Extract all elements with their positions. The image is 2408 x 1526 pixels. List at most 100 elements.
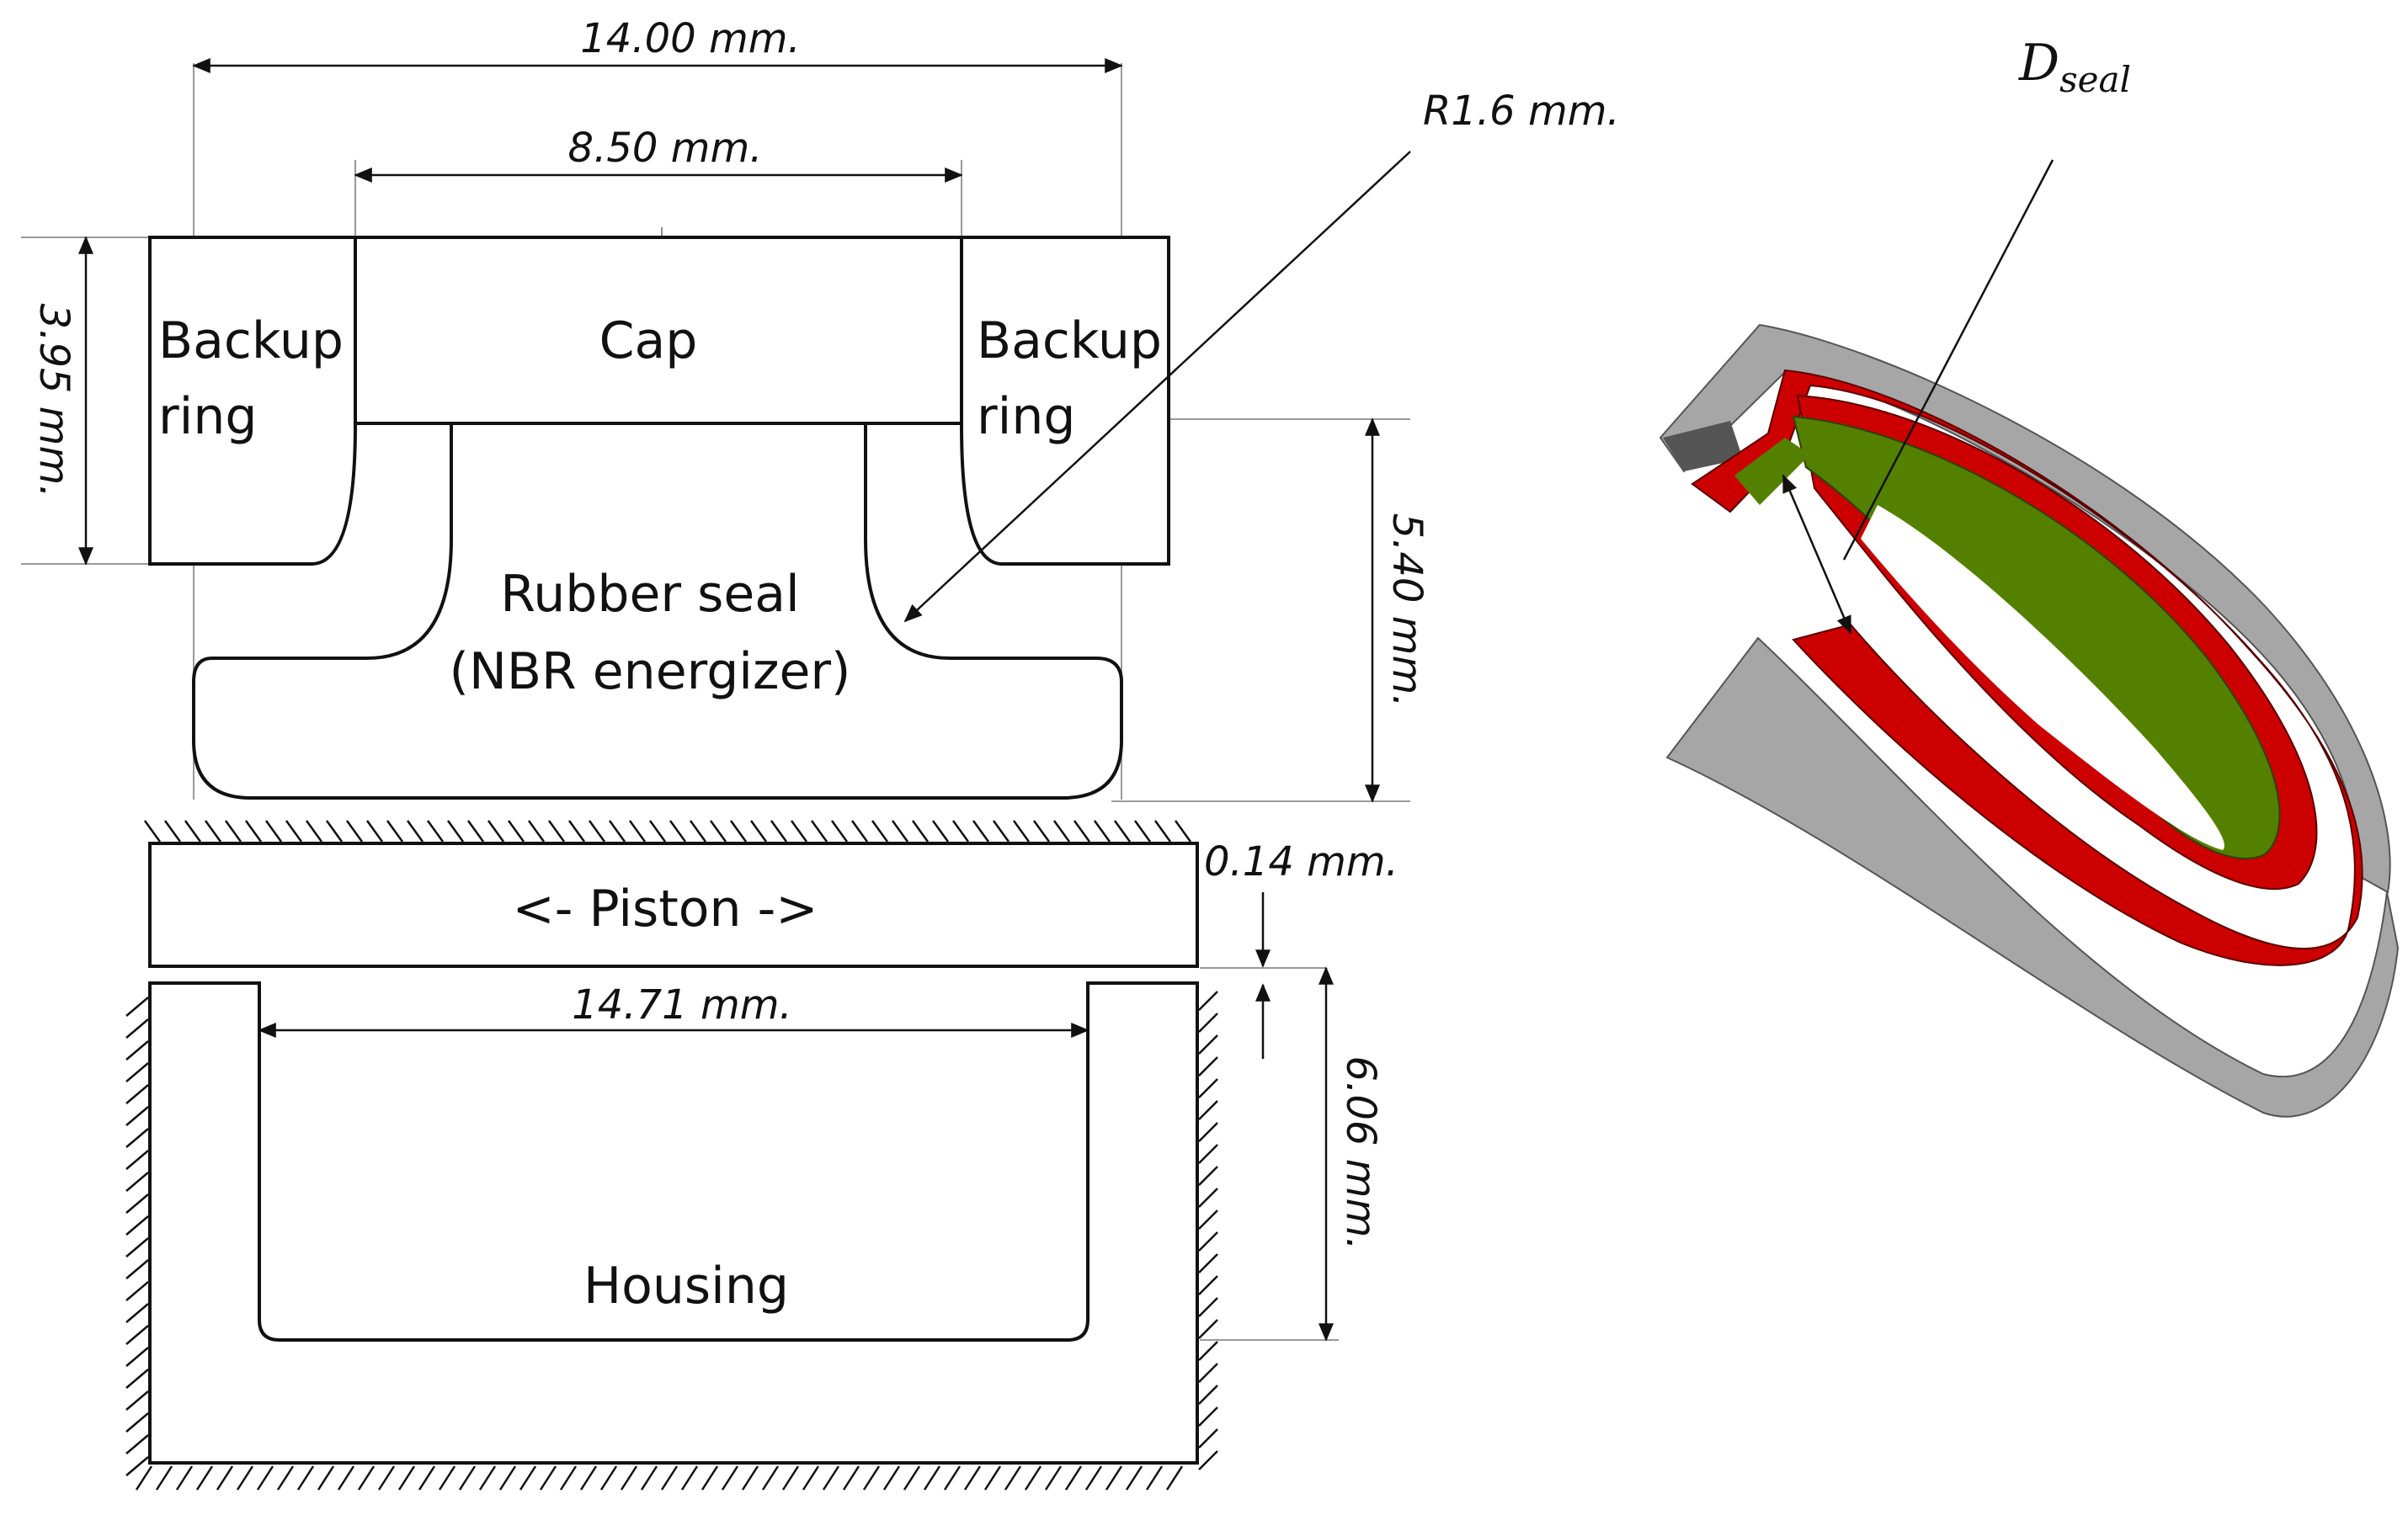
dim-gap: 0.14 mm.	[1204, 838, 1398, 885]
dimension-arrows	[78, 58, 1411, 1342]
dim-groove-width: 14.71 mm.	[572, 981, 791, 1029]
hatch-mark	[1198, 1363, 1218, 1383]
hatch-mark	[125, 1128, 149, 1148]
hatch-mark	[264, 820, 283, 843]
hatch-mark	[458, 1465, 477, 1491]
hatch-mark	[125, 1018, 149, 1039]
hatch-mark	[1198, 1144, 1218, 1164]
hatching	[125, 820, 1218, 1491]
housing	[148, 981, 1199, 1465]
backup-ring-left	[148, 236, 357, 566]
hatch-mark	[842, 1465, 860, 1491]
hatch-mark	[862, 1465, 881, 1491]
hatch-mark	[850, 820, 869, 843]
hatch-mark	[1198, 1275, 1218, 1295]
hatch-mark	[125, 1106, 149, 1126]
opening-3d	[1861, 505, 2224, 850]
label-housing: Housing	[583, 1257, 789, 1316]
hatch-mark	[620, 1465, 638, 1491]
dim-groove-depth: 6.06 mm.	[1337, 1056, 1384, 1251]
hatch-mark	[891, 820, 909, 843]
label-rubber-seal: Rubber seal	[500, 565, 799, 624]
hatch-mark	[296, 1465, 315, 1491]
hatch-mark	[802, 1465, 820, 1491]
hatch-mark	[184, 820, 202, 843]
hatch-mark	[125, 997, 149, 1017]
d-seal-arrow	[1782, 474, 1852, 635]
hatch-mark	[204, 820, 222, 843]
hatch-mark	[1198, 1100, 1218, 1120]
hatch-mark	[599, 1465, 618, 1491]
hatch-mark	[285, 820, 303, 843]
hatch-mark	[579, 1465, 598, 1491]
dim-cap-width: 8.50 mm.	[568, 125, 763, 172]
hatch-mark	[741, 1465, 759, 1491]
hatch-mark	[1044, 1465, 1063, 1491]
hatch-mark	[125, 1369, 149, 1389]
hatch-mark	[125, 1456, 149, 1476]
hatch-mark	[1113, 820, 1132, 843]
hatch-mark	[588, 820, 606, 843]
hatch-mark	[143, 820, 162, 843]
hatch-mark	[438, 1465, 456, 1491]
hatch-mark	[547, 820, 566, 843]
hatch-mark	[125, 1194, 149, 1214]
hatch-mark	[317, 1465, 335, 1491]
hatch-mark	[155, 1465, 173, 1491]
hatch-mark	[1153, 820, 1172, 843]
hatch-mark	[729, 820, 748, 843]
hatch-mark	[426, 820, 445, 843]
hatch-mark	[135, 1465, 153, 1491]
hatch-mark	[527, 820, 546, 843]
piston	[148, 842, 1199, 968]
hatch-mark	[1198, 1450, 1218, 1470]
hatch-mark	[125, 1062, 149, 1082]
hatch-mark	[397, 1465, 416, 1491]
hatch-mark	[125, 1259, 149, 1279]
hatch-mark	[1198, 1385, 1218, 1405]
hatch-mark	[721, 1465, 739, 1491]
hatch-mark	[1198, 1188, 1218, 1208]
hatch-mark	[669, 820, 687, 843]
hatch-mark	[1073, 820, 1091, 843]
label-backup-left-2: ring	[158, 387, 257, 446]
hatch-mark	[305, 820, 323, 843]
hatch-mark	[648, 820, 667, 843]
dim-seal-height: 5.40 mm.	[1383, 513, 1430, 708]
hatch-mark	[1093, 820, 1111, 843]
hatch-mark	[1198, 1122, 1218, 1142]
hatch-mark	[224, 820, 242, 843]
hatch-mark	[1198, 991, 1218, 1011]
hatch-mark	[478, 1465, 497, 1491]
hatch-mark	[830, 820, 849, 843]
label-cap: Cap	[599, 311, 698, 370]
hatch-mark	[911, 820, 930, 843]
hatch-mark	[963, 1465, 982, 1491]
hatch-mark	[943, 1465, 962, 1491]
hatch-mark	[640, 1465, 658, 1491]
hatch-mark	[125, 1303, 149, 1323]
hatch-mark	[770, 820, 788, 843]
hatch-mark	[882, 1465, 901, 1491]
hatch-mark	[125, 1172, 149, 1192]
hatch-mark	[761, 1465, 780, 1491]
housing-3d	[1665, 636, 2400, 1118]
section-drawing: 14.00 mm. 8.50 mm. R1.6 mm. 3.95 mm. 5.4…	[21, 15, 1620, 1491]
label-backup-right-1: Backup	[977, 311, 1162, 370]
cap	[354, 236, 963, 425]
hatch-mark	[125, 1215, 149, 1236]
hatch-mark	[1198, 1253, 1218, 1273]
hatch-mark	[790, 820, 808, 843]
hatch-mark	[1198, 1428, 1218, 1449]
label-backup-left-1: Backup	[158, 311, 344, 370]
hatch-mark	[195, 1465, 214, 1491]
energizer-3d-lip	[1734, 438, 1810, 505]
hatch-mark	[125, 1412, 149, 1433]
dim-backup-height: 3.95 mm.	[30, 304, 77, 498]
hatch-mark	[244, 820, 263, 843]
hatch-mark	[810, 820, 828, 843]
hatch-mark	[125, 1347, 149, 1367]
hatch-mark	[1032, 820, 1051, 843]
hatch-mark	[466, 820, 485, 843]
hatch-mark	[1198, 1297, 1218, 1317]
